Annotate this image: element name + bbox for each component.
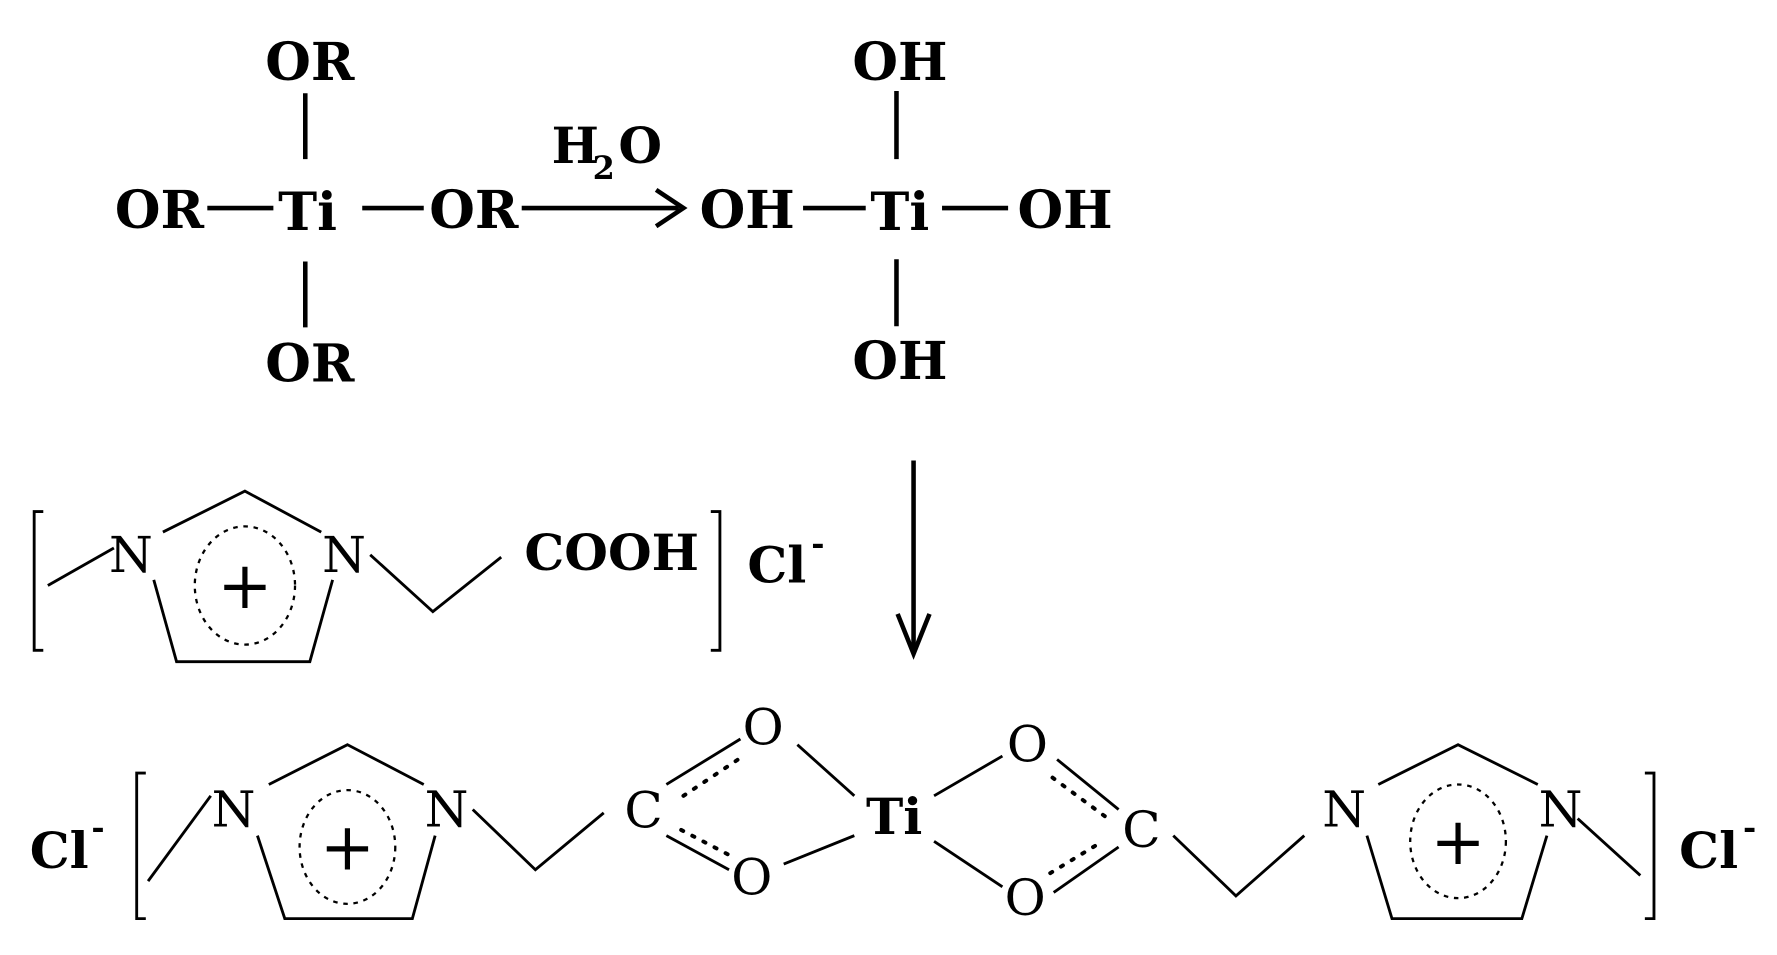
o-top-left: O bbox=[743, 699, 784, 757]
ring-top bbox=[162, 489, 322, 534]
top-or: OR bbox=[265, 32, 355, 93]
ring-bottom bbox=[1365, 835, 1549, 921]
arrow-head bbox=[654, 187, 688, 229]
left-bracket bbox=[32, 510, 44, 652]
methylene-chain bbox=[1172, 834, 1306, 898]
left-or: OR bbox=[115, 180, 205, 241]
titanium-hydroxide: OH OH Ti OH OH bbox=[700, 32, 1113, 392]
right-chloride: Cl bbox=[1679, 821, 1738, 880]
ionic-liquid: N N + COOH Cl - bbox=[32, 489, 824, 664]
left-bracket bbox=[135, 771, 146, 921]
ring-bottom bbox=[152, 579, 334, 664]
ti-center: Ti bbox=[870, 182, 929, 243]
titanium-alkoxide: OR OR Ti OR OR bbox=[115, 32, 519, 394]
n1-right: N bbox=[1322, 781, 1366, 839]
methyl-bond bbox=[146, 794, 212, 882]
n2-left: N bbox=[425, 781, 469, 839]
titanium-complex: Cl - N N + C O O Ti O O C N N + bbox=[30, 699, 1757, 927]
methylene-chain bbox=[471, 808, 605, 872]
aromatic-circle bbox=[193, 525, 297, 646]
methyl-bond bbox=[1576, 817, 1642, 877]
reagent-o: O bbox=[618, 116, 662, 175]
aromatic-circle bbox=[1409, 783, 1508, 900]
ti-metal: Ti bbox=[866, 787, 922, 846]
n2-right: N bbox=[1539, 781, 1583, 839]
reagent-h: H bbox=[552, 116, 599, 175]
plus-charge: + bbox=[1430, 803, 1485, 880]
ti-center: Ti bbox=[278, 182, 337, 243]
left-chloride: Cl bbox=[30, 821, 89, 880]
bottom-oh: OH bbox=[852, 331, 947, 392]
n2: N bbox=[322, 526, 366, 584]
o-bottom-right: O bbox=[1005, 869, 1046, 927]
carbon-left: C bbox=[624, 782, 662, 840]
n1-left: N bbox=[212, 781, 256, 839]
ring-bottom bbox=[256, 835, 437, 921]
right-or: OR bbox=[429, 180, 519, 241]
carbon-right: C bbox=[1122, 801, 1160, 859]
left-oh: OH bbox=[700, 180, 795, 241]
left-chloride-charge: - bbox=[91, 809, 104, 847]
bottom-or: OR bbox=[265, 333, 355, 394]
right-oh: OH bbox=[1017, 180, 1112, 241]
hydrolysis-arrow: H 2 O bbox=[521, 116, 688, 229]
methyl-bond bbox=[47, 546, 115, 587]
methylene-chain bbox=[369, 553, 503, 614]
right-chloride-charge: - bbox=[1743, 809, 1756, 847]
cooh-group: COOH bbox=[524, 523, 699, 582]
o-top-right: O bbox=[1007, 716, 1048, 774]
chloride-charge: - bbox=[811, 524, 824, 562]
ring-top bbox=[1377, 743, 1539, 786]
o-bottom-left: O bbox=[731, 849, 772, 907]
right-bracket bbox=[710, 510, 722, 652]
top-oh: OH bbox=[852, 32, 947, 93]
reagent-subscript: 2 bbox=[593, 149, 615, 187]
ring-top bbox=[268, 743, 425, 786]
down-arrow bbox=[895, 460, 932, 660]
aromatic-circle bbox=[298, 789, 397, 905]
plus-charge: + bbox=[217, 547, 272, 624]
n1: N bbox=[109, 526, 153, 584]
right-bracket bbox=[1644, 771, 1656, 921]
plus-charge: + bbox=[320, 809, 375, 886]
chloride: Cl bbox=[747, 536, 806, 595]
